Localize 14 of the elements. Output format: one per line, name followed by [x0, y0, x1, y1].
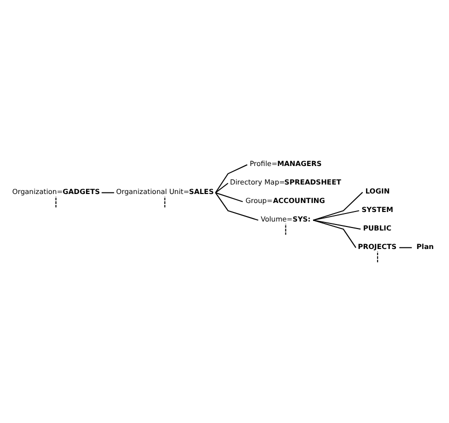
connector: [312, 191, 364, 220]
connector: [101, 192, 115, 193]
connector: [215, 164, 248, 193]
connector: [312, 219, 356, 248]
connector: [55, 195, 56, 208]
connector: [312, 219, 362, 230]
connector: [215, 192, 244, 202]
connector: [285, 222, 286, 235]
connector: [164, 195, 166, 208]
connector: [215, 182, 228, 193]
connector: [312, 210, 360, 220]
connector: [215, 192, 259, 220]
connector: [377, 250, 378, 262]
connector: [398, 246, 412, 248]
